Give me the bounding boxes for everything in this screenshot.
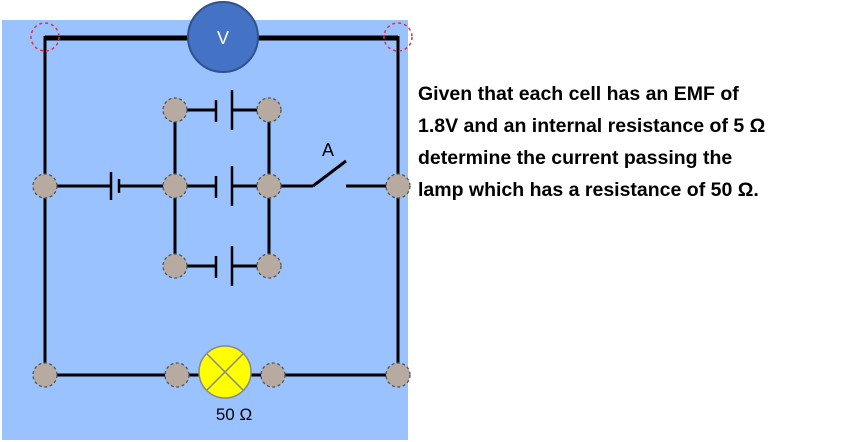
connection-node[interactable] (162, 97, 188, 123)
connection-node[interactable] (260, 362, 286, 388)
connection-node[interactable] (164, 362, 190, 388)
question-text: Given that each cell has an EMF of 1.8V … (418, 78, 843, 206)
voltmeter[interactable] (187, 1, 259, 73)
question-line-1: Given that each cell has an EMF of (418, 83, 739, 105)
connection-node[interactable] (385, 173, 411, 199)
question-line-2: 1.8V and an internal resistance of 5 Ω (418, 115, 766, 137)
connection-node[interactable] (256, 173, 282, 199)
connection-node[interactable] (256, 253, 282, 279)
lamp-cross-2 (206, 353, 244, 391)
connection-node[interactable] (32, 362, 58, 388)
switch-a-label: A (322, 140, 334, 160)
question-line-3: determine the current passing the (418, 147, 733, 169)
connection-node[interactable] (162, 173, 188, 199)
lamp-resistance-label: 50 Ω (216, 405, 252, 424)
connection-node[interactable] (162, 253, 188, 279)
switch-a-blade[interactable] (312, 159, 347, 188)
connection-node[interactable] (256, 97, 282, 123)
corner-marker-top-left[interactable] (30, 22, 60, 52)
question-line-4: lamp which has a resistance of 50 Ω. (418, 179, 759, 201)
voltmeter-label: V (217, 28, 229, 48)
connection-node[interactable] (385, 362, 411, 388)
connection-node[interactable] (32, 173, 58, 199)
corner-marker-top-right[interactable] (383, 22, 413, 52)
